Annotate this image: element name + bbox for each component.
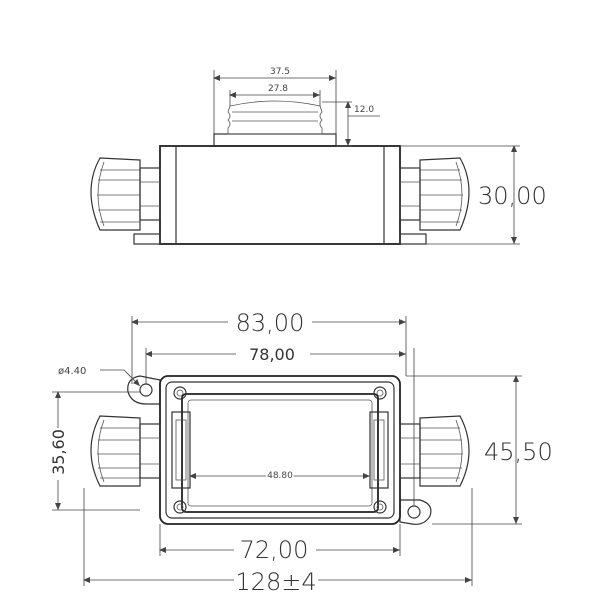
mounting-hole-right xyxy=(407,505,421,519)
dim-side-height: 30,00 xyxy=(478,182,547,210)
side-body xyxy=(159,145,401,245)
mounting-hole-left xyxy=(139,383,153,397)
side-view: 37.5 27.8 12.0 30,00 xyxy=(90,67,547,245)
top-cap xyxy=(213,100,337,147)
right-mounting-ear xyxy=(399,499,432,525)
screw-bottom-right xyxy=(373,500,387,514)
dim-top-outer-width: 37.5 xyxy=(270,67,290,77)
dim-body-width: 72,00 xyxy=(240,536,309,564)
dim-hole-diameter: ø4.40 xyxy=(58,366,86,377)
screw-top-right xyxy=(373,386,387,400)
dim-total-length: 128±4 xyxy=(235,568,316,596)
right-inner-rib xyxy=(369,411,389,489)
plan-view: 48.80 83,00 78,00 ø4.40 35,60 45,50 xyxy=(48,309,553,596)
right-cable-gland-side xyxy=(399,157,470,231)
left-cable-gland-side xyxy=(90,157,161,231)
plan-body xyxy=(159,375,401,525)
inner-cavity xyxy=(181,393,379,513)
dim-top-inner-width: 27.8 xyxy=(268,84,288,94)
left-cable-gland-plan xyxy=(90,415,161,487)
dim-top-height: 12.0 xyxy=(354,105,374,115)
dim-height-right: 45,50 xyxy=(484,438,553,466)
dim-hole-spacing: 78,00 xyxy=(249,345,295,364)
right-cable-gland-plan xyxy=(399,415,470,487)
left-inner-rib xyxy=(171,411,191,489)
left-mounting-ear xyxy=(127,375,161,405)
dim-cavity-width: 48.80 xyxy=(267,471,293,481)
screw-bottom-left xyxy=(173,500,187,514)
screw-top-left xyxy=(173,386,187,400)
dim-overall-width: 83,00 xyxy=(236,309,305,337)
dim-height-left: 35,60 xyxy=(49,429,68,475)
